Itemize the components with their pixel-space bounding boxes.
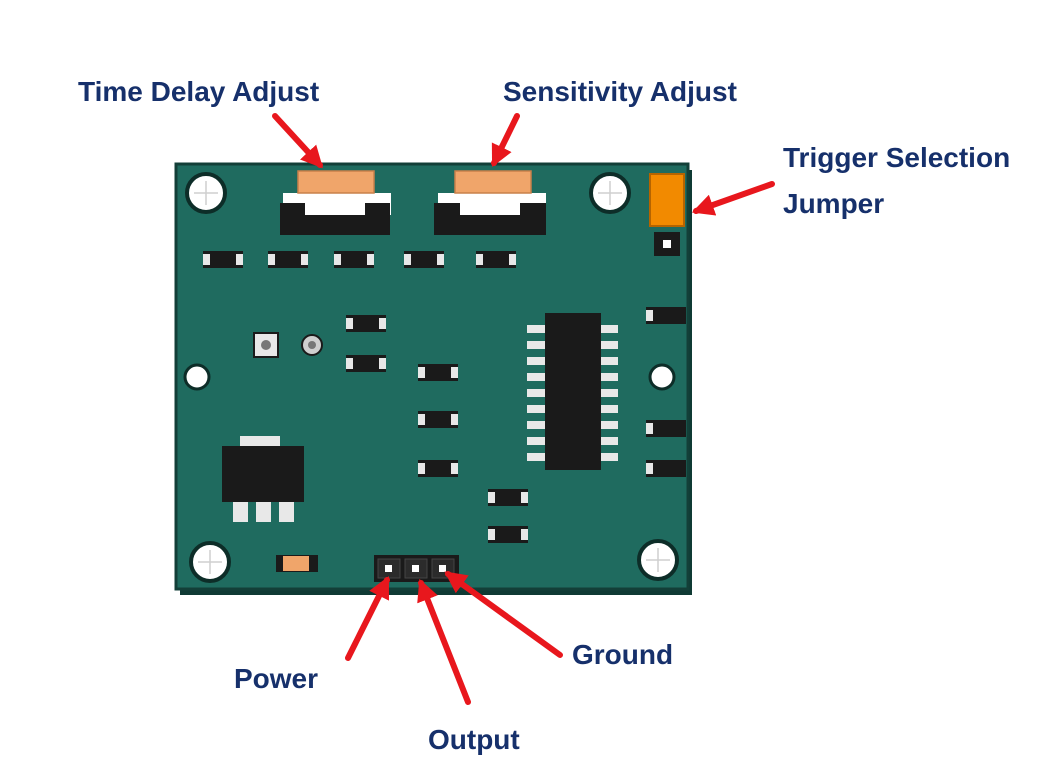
side-hole-right	[648, 363, 676, 391]
ic-chip	[527, 313, 618, 470]
mounting-hole-top-left	[185, 172, 227, 214]
mounting-hole-top-right	[589, 172, 631, 214]
mounting-hole-bottom-right	[637, 539, 679, 581]
sensitivity-potentiometer	[434, 170, 546, 235]
label-jumper: Jumper	[783, 188, 884, 219]
label-power: Power	[234, 663, 318, 694]
callout-arrows	[272, 113, 775, 705]
label-time-delay-adjust: Time Delay Adjust	[78, 76, 319, 107]
arrow-sensitivity	[491, 113, 520, 167]
label-ground: Ground	[572, 639, 673, 670]
time-delay-potentiometer	[280, 170, 391, 235]
arrow-trigger	[691, 181, 775, 216]
test-points	[253, 332, 323, 358]
smd-components	[203, 251, 686, 572]
label-trigger-selection: Trigger Selection	[783, 142, 1010, 173]
side-hole-left	[183, 363, 211, 391]
mounting-holes	[183, 172, 679, 583]
arrow-output	[417, 578, 471, 705]
arrow-time-delay	[272, 113, 323, 169]
mounting-hole-bottom-left	[189, 541, 231, 583]
arrow-power	[345, 576, 390, 661]
label-sensitivity-adjust: Sensitivity Adjust	[503, 76, 737, 107]
label-output: Output	[428, 724, 520, 755]
arrow-ground	[444, 571, 563, 658]
trigger-jumper	[649, 173, 685, 256]
voltage-regulator	[222, 436, 304, 522]
